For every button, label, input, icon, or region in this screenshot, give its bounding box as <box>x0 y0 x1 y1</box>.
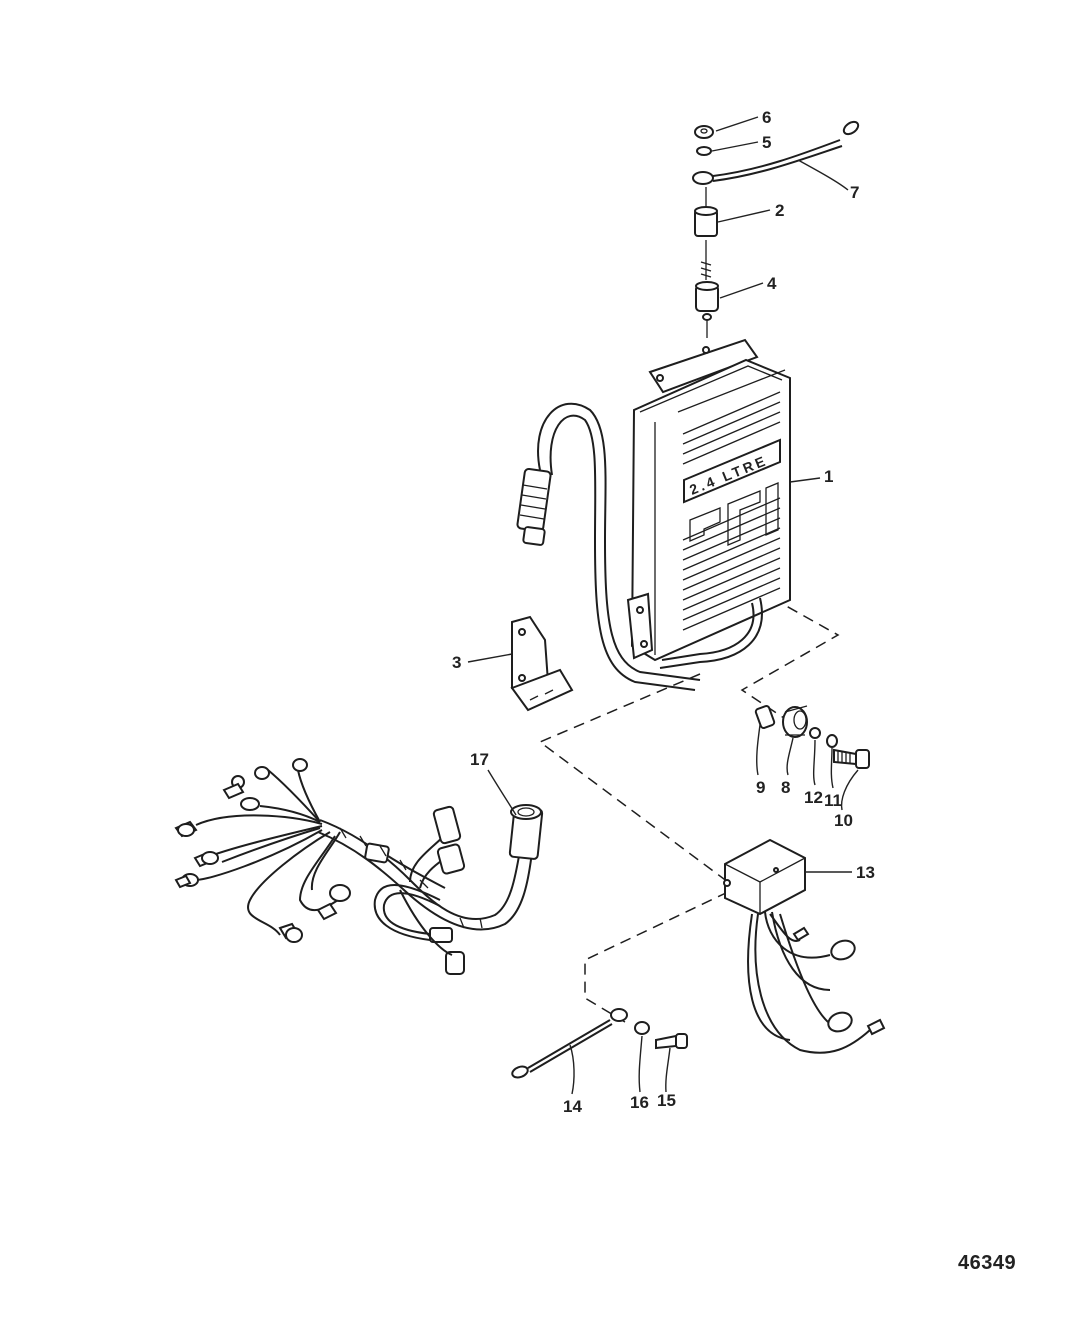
part-7-ground-strap[interactable] <box>692 119 860 185</box>
callout-12: 12 <box>804 788 823 807</box>
callout-11: 11 <box>824 791 842 810</box>
part-5-washer[interactable] <box>696 146 712 156</box>
callout-1: 1 <box>824 467 833 486</box>
part-4-rubber-mount[interactable] <box>695 240 719 338</box>
part-13-module-box[interactable] <box>723 838 886 1054</box>
callout-labels: 6 5 7 2 4 1 3 9 8 12 11 10 13 17 14 16 1… <box>452 108 875 1116</box>
part-2-spacer[interactable] <box>694 187 718 237</box>
callout-5: 5 <box>762 133 771 152</box>
callout-7: 7 <box>850 183 859 202</box>
part-6-nut[interactable] <box>694 125 714 139</box>
callout-16: 16 <box>630 1093 649 1112</box>
part-3-bracket[interactable] <box>510 615 574 712</box>
callout-9: 9 <box>756 778 765 797</box>
assembly-dash-lines <box>538 597 840 1023</box>
part-17-wire-harness[interactable] <box>174 758 544 975</box>
callout-8: 8 <box>781 778 790 797</box>
callout-3: 3 <box>452 653 461 672</box>
callout-4: 4 <box>767 274 777 293</box>
part-12-washer[interactable] <box>809 727 821 739</box>
module-harness-lead[interactable] <box>516 402 701 691</box>
part-9-bushing[interactable] <box>754 705 776 729</box>
part-15-screw[interactable] <box>655 1033 688 1050</box>
callout-14: 14 <box>563 1097 582 1116</box>
callout-17: 17 <box>470 750 489 769</box>
module-ribs <box>682 391 781 631</box>
part-14-lead[interactable] <box>511 1008 628 1079</box>
part-16-washer[interactable] <box>634 1021 650 1035</box>
callout-10: 10 <box>834 811 853 830</box>
part-10-screw[interactable] <box>833 748 870 769</box>
drawing-number: 46349 <box>958 1252 1017 1274</box>
callout-15: 15 <box>657 1091 676 1110</box>
callout-2: 2 <box>775 201 784 220</box>
callout-13: 13 <box>856 863 875 882</box>
part-1-ignition-module[interactable]: 2.4 LTRE <box>626 338 791 669</box>
part-8-grommet[interactable] <box>782 705 808 738</box>
callout-6: 6 <box>762 108 771 127</box>
leader-lines <box>467 116 859 1095</box>
part-11-lockwasher[interactable] <box>826 734 838 748</box>
